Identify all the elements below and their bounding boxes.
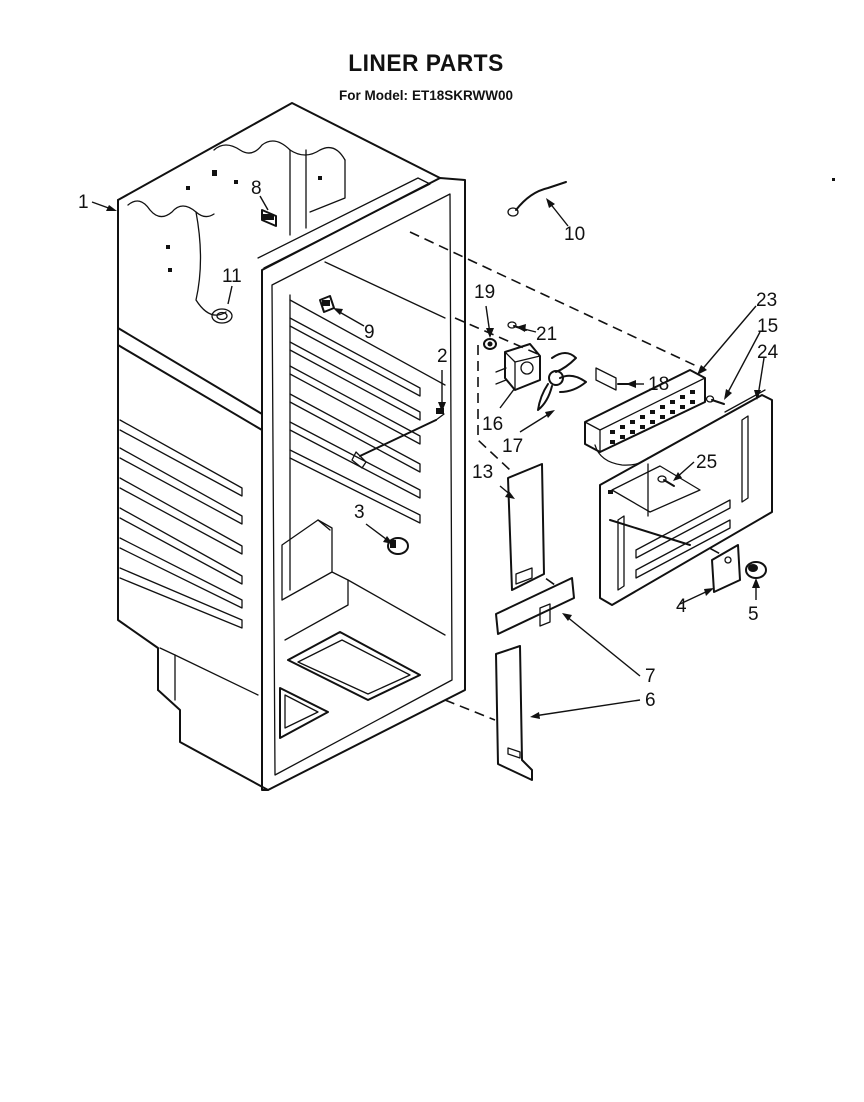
grommet-part-11 (211, 308, 233, 324)
callout-2: 2 (437, 346, 448, 367)
callout-13: 13 (472, 462, 493, 483)
shelf-clip-part-9 (319, 295, 335, 313)
callout-10: 10 (564, 224, 585, 245)
washer-part-19 (483, 338, 497, 350)
model-number: ET18SKRWW00 (411, 88, 514, 103)
shelf-rails (289, 317, 421, 524)
callout-9: 9 (364, 322, 375, 343)
callout-25: 25 (696, 452, 717, 473)
callout-8: 8 (251, 178, 262, 199)
callout-6: 6 (645, 690, 656, 711)
callout-18: 18 (648, 374, 669, 395)
callout-leaders (91, 195, 765, 719)
callout-17: 17 (502, 436, 523, 457)
callout-24: 24 (757, 342, 779, 363)
callout-1: 1 (78, 192, 89, 213)
callout-11: 11 (222, 266, 242, 287)
light-socket-part-2 (351, 408, 445, 469)
fan-motor-assembly (483, 321, 587, 411)
callout-5: 5 (748, 604, 759, 625)
callout-7: 7 (645, 666, 656, 687)
model-subtitle: For Model:ET18SKRWW00 (0, 88, 852, 103)
model-label: For Model: (338, 88, 408, 103)
duct-cover-part-6 (495, 645, 533, 781)
fan-blade-part-17 (537, 352, 587, 411)
baffle-part-7 (495, 577, 575, 635)
screw-part-15 (705, 395, 725, 405)
screw-part-18 (595, 367, 629, 391)
screw-part-25 (657, 475, 675, 487)
callout-19: 19 (474, 282, 495, 303)
grille-part-23 (584, 369, 706, 466)
callout-21: 21 (536, 324, 557, 345)
liner-cabinet (117, 102, 466, 791)
knob-part-5 (745, 561, 767, 579)
page-title: LINER PARTS (348, 50, 504, 77)
harness-part-10 (507, 181, 567, 217)
callout-23: 23 (756, 290, 777, 311)
bulb-part-3 (387, 537, 409, 555)
bracket-part-4 (711, 544, 741, 593)
callout-numbers: 1 2 3 4 5 6 7 8 9 10 11 13 15 16 17 18 1… (78, 178, 779, 711)
clip-part-8 (261, 209, 277, 227)
fan-motor-part-16 (495, 343, 541, 391)
callout-4: 4 (676, 596, 687, 617)
callout-15: 15 (757, 316, 778, 337)
duct-part-13 (507, 463, 545, 591)
callout-16: 16 (482, 414, 503, 435)
callout-3: 3 (354, 502, 365, 523)
